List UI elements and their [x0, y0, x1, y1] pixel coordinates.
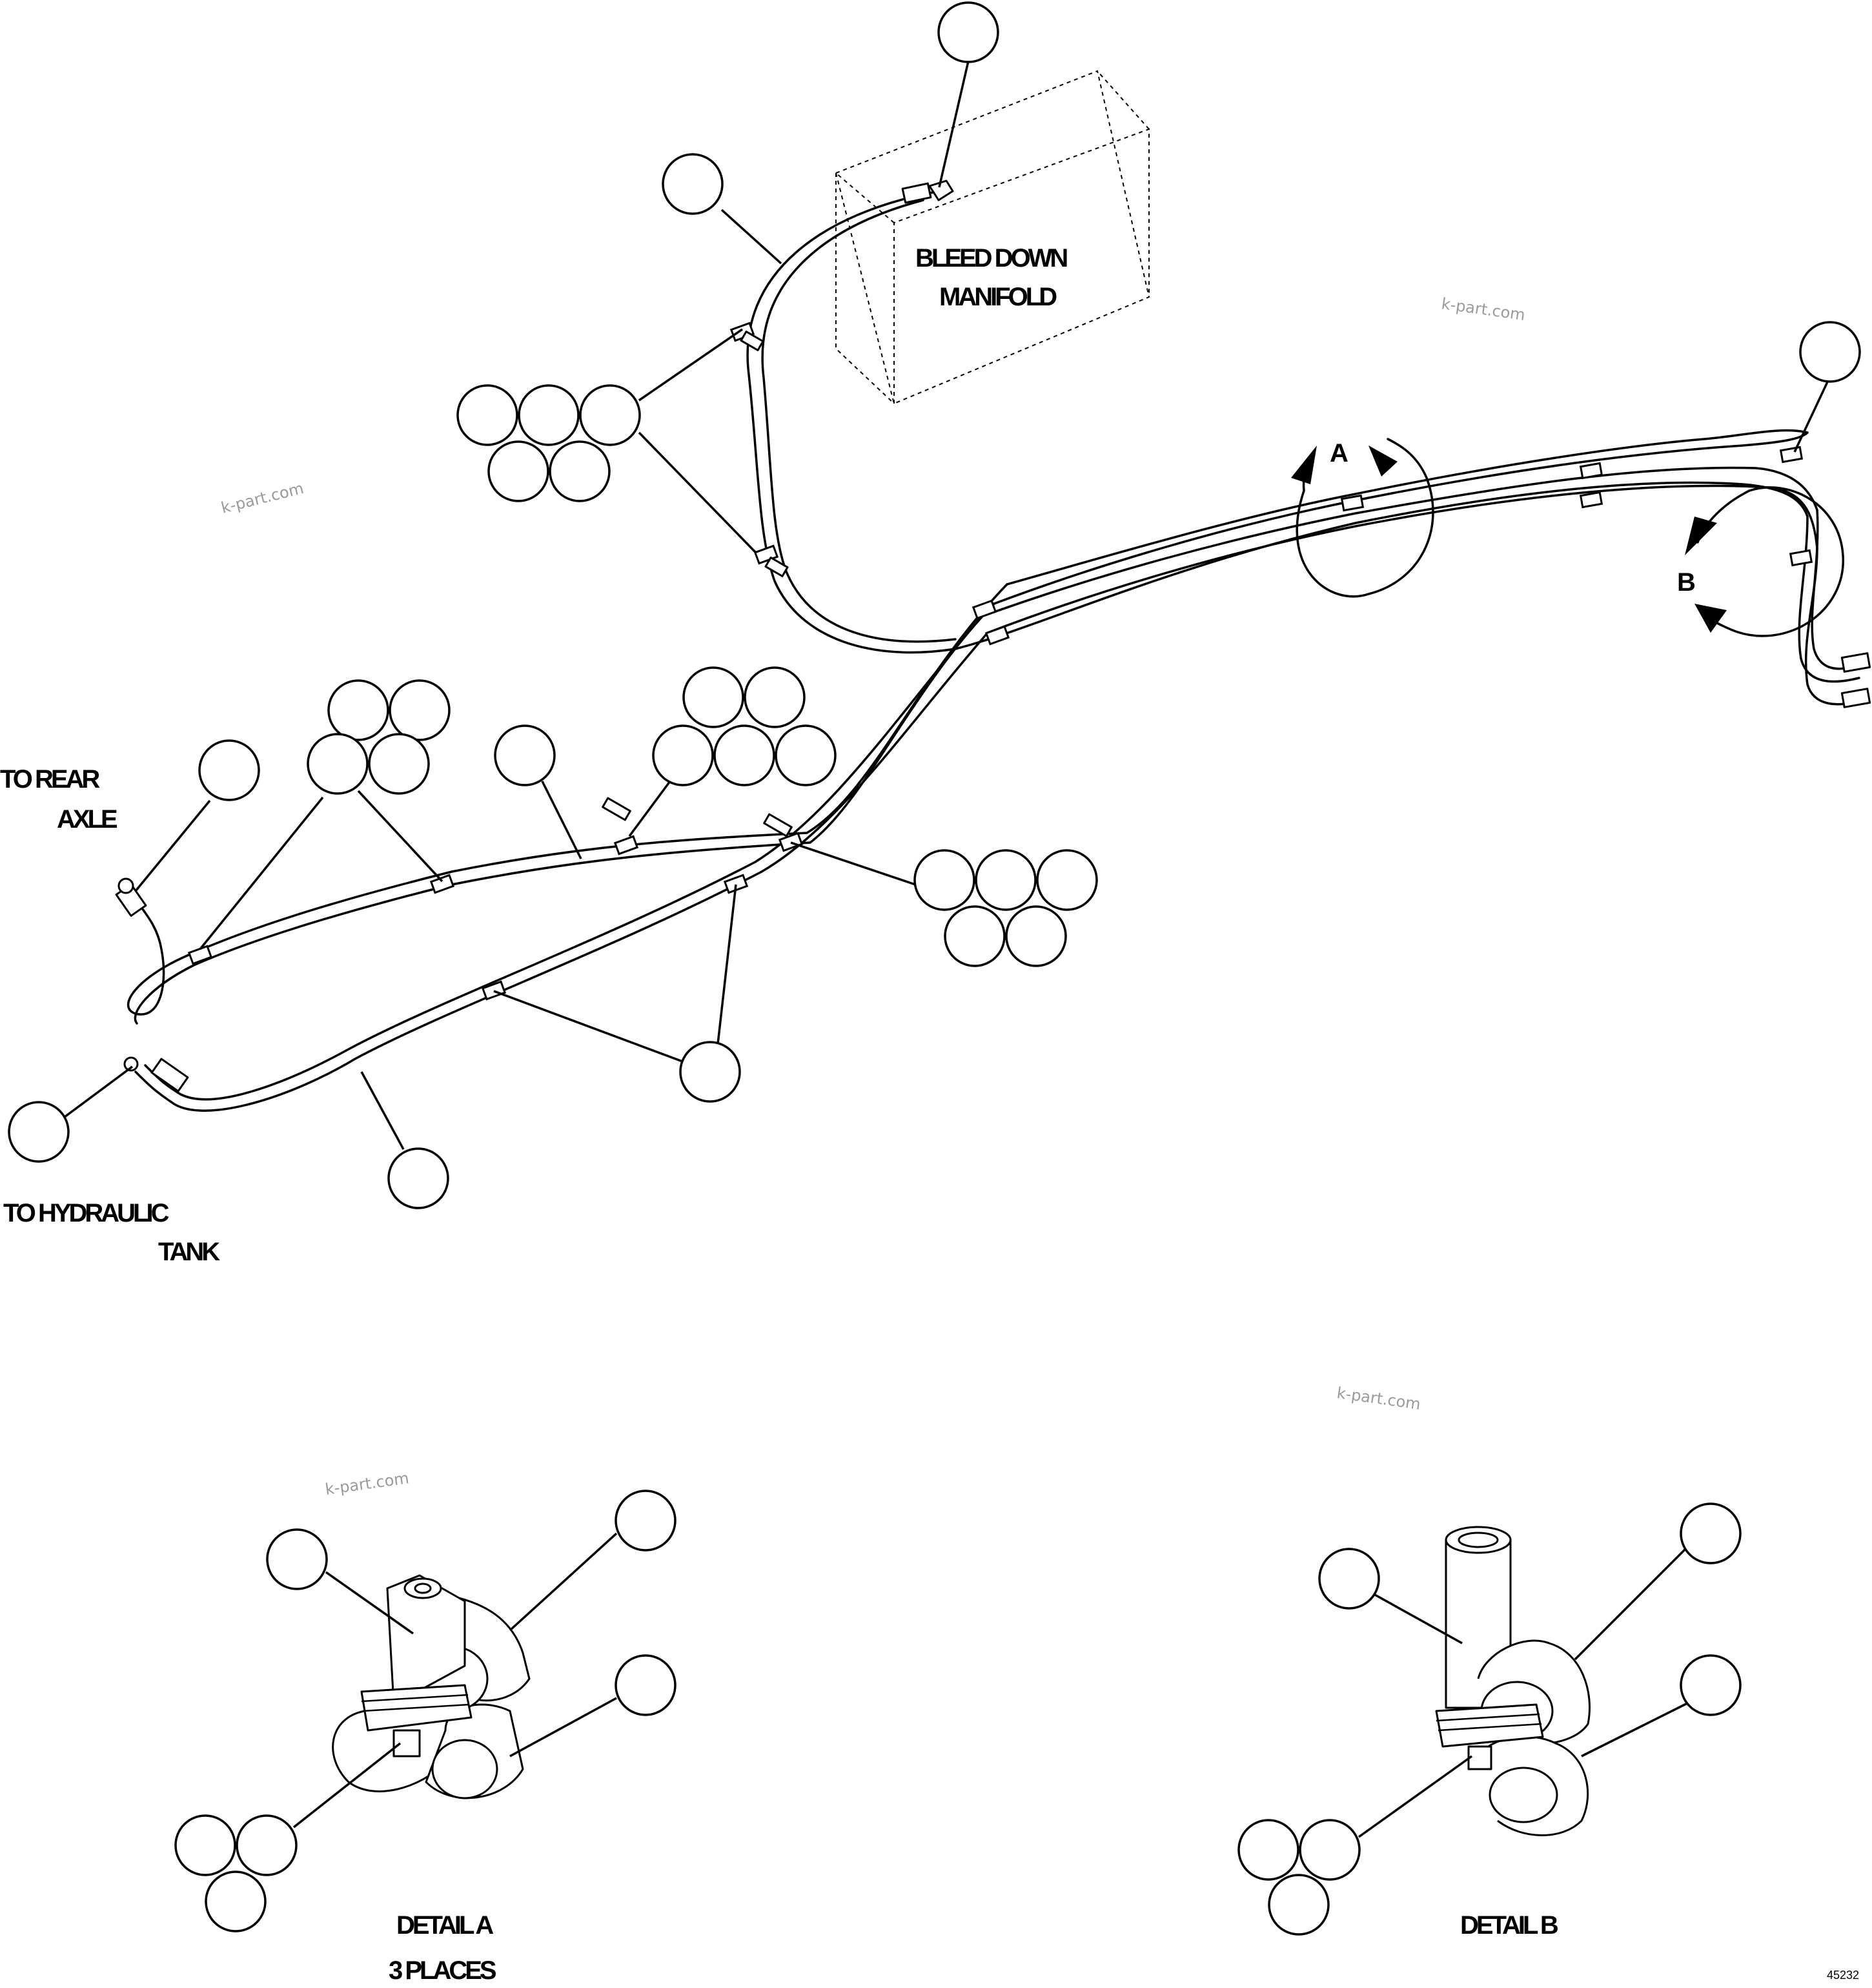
hose-right-end-bundle — [1798, 509, 1871, 708]
detail-b-drawing: DETAIL B — [1237, 1502, 1742, 1940]
hose-to-rear-axle — [115, 583, 1008, 1025]
to-hydraulic-tank-label-line2: TANK — [158, 1238, 220, 1266]
leader-lines — [63, 61, 1831, 1150]
bleed-down-label-line1: BLEED DOWN — [915, 244, 1067, 272]
watermark-4: k-part.com — [324, 1469, 410, 1499]
drawing-code: 45232 — [1827, 1969, 1859, 1982]
bleed-down-label-line2: MANIFOLD — [939, 283, 1057, 311]
detail-a-drawing: DETAIL A 3 PLACES — [174, 1490, 677, 1985]
watermark-3: k-part.com — [1336, 1384, 1421, 1413]
hose-to-hydraulic-tank — [123, 615, 989, 1112]
watermark-1: k-part.com — [219, 479, 306, 517]
detail-a-note: 3 PLACES — [389, 1956, 496, 1985]
to-rear-axle-label-line1: TO REAR — [0, 765, 100, 794]
detail-a-title: DETAIL A — [396, 1911, 493, 1940]
hose-manifold-loop — [746, 179, 957, 654]
callout-text-labels: BLEED DOWN MANIFOLD TO REAR AXLE TO HYDR… — [0, 244, 1859, 1982]
view-b-label: B — [1677, 568, 1695, 597]
bleed-down-manifold-outline — [835, 70, 1150, 405]
detail-b-title: DETAIL B — [1460, 1911, 1558, 1940]
callout-balloons-main — [8, 1, 1861, 1209]
view-a-label: A — [1330, 439, 1348, 467]
clamps — [187, 322, 1813, 1001]
view-b-indicator: B — [1677, 486, 1844, 637]
watermark-2: k-part.com — [1440, 294, 1526, 324]
view-a-indicator: A — [1291, 438, 1434, 598]
watermarks: k-part.com k-part.com k-part.com k-part.… — [219, 294, 1527, 1499]
hose-main-bundle — [954, 429, 1818, 650]
to-rear-axle-label-line2: AXLE — [57, 805, 117, 834]
to-hydraulic-tank-label-line1: TO HYDRAULIC — [3, 1199, 169, 1227]
